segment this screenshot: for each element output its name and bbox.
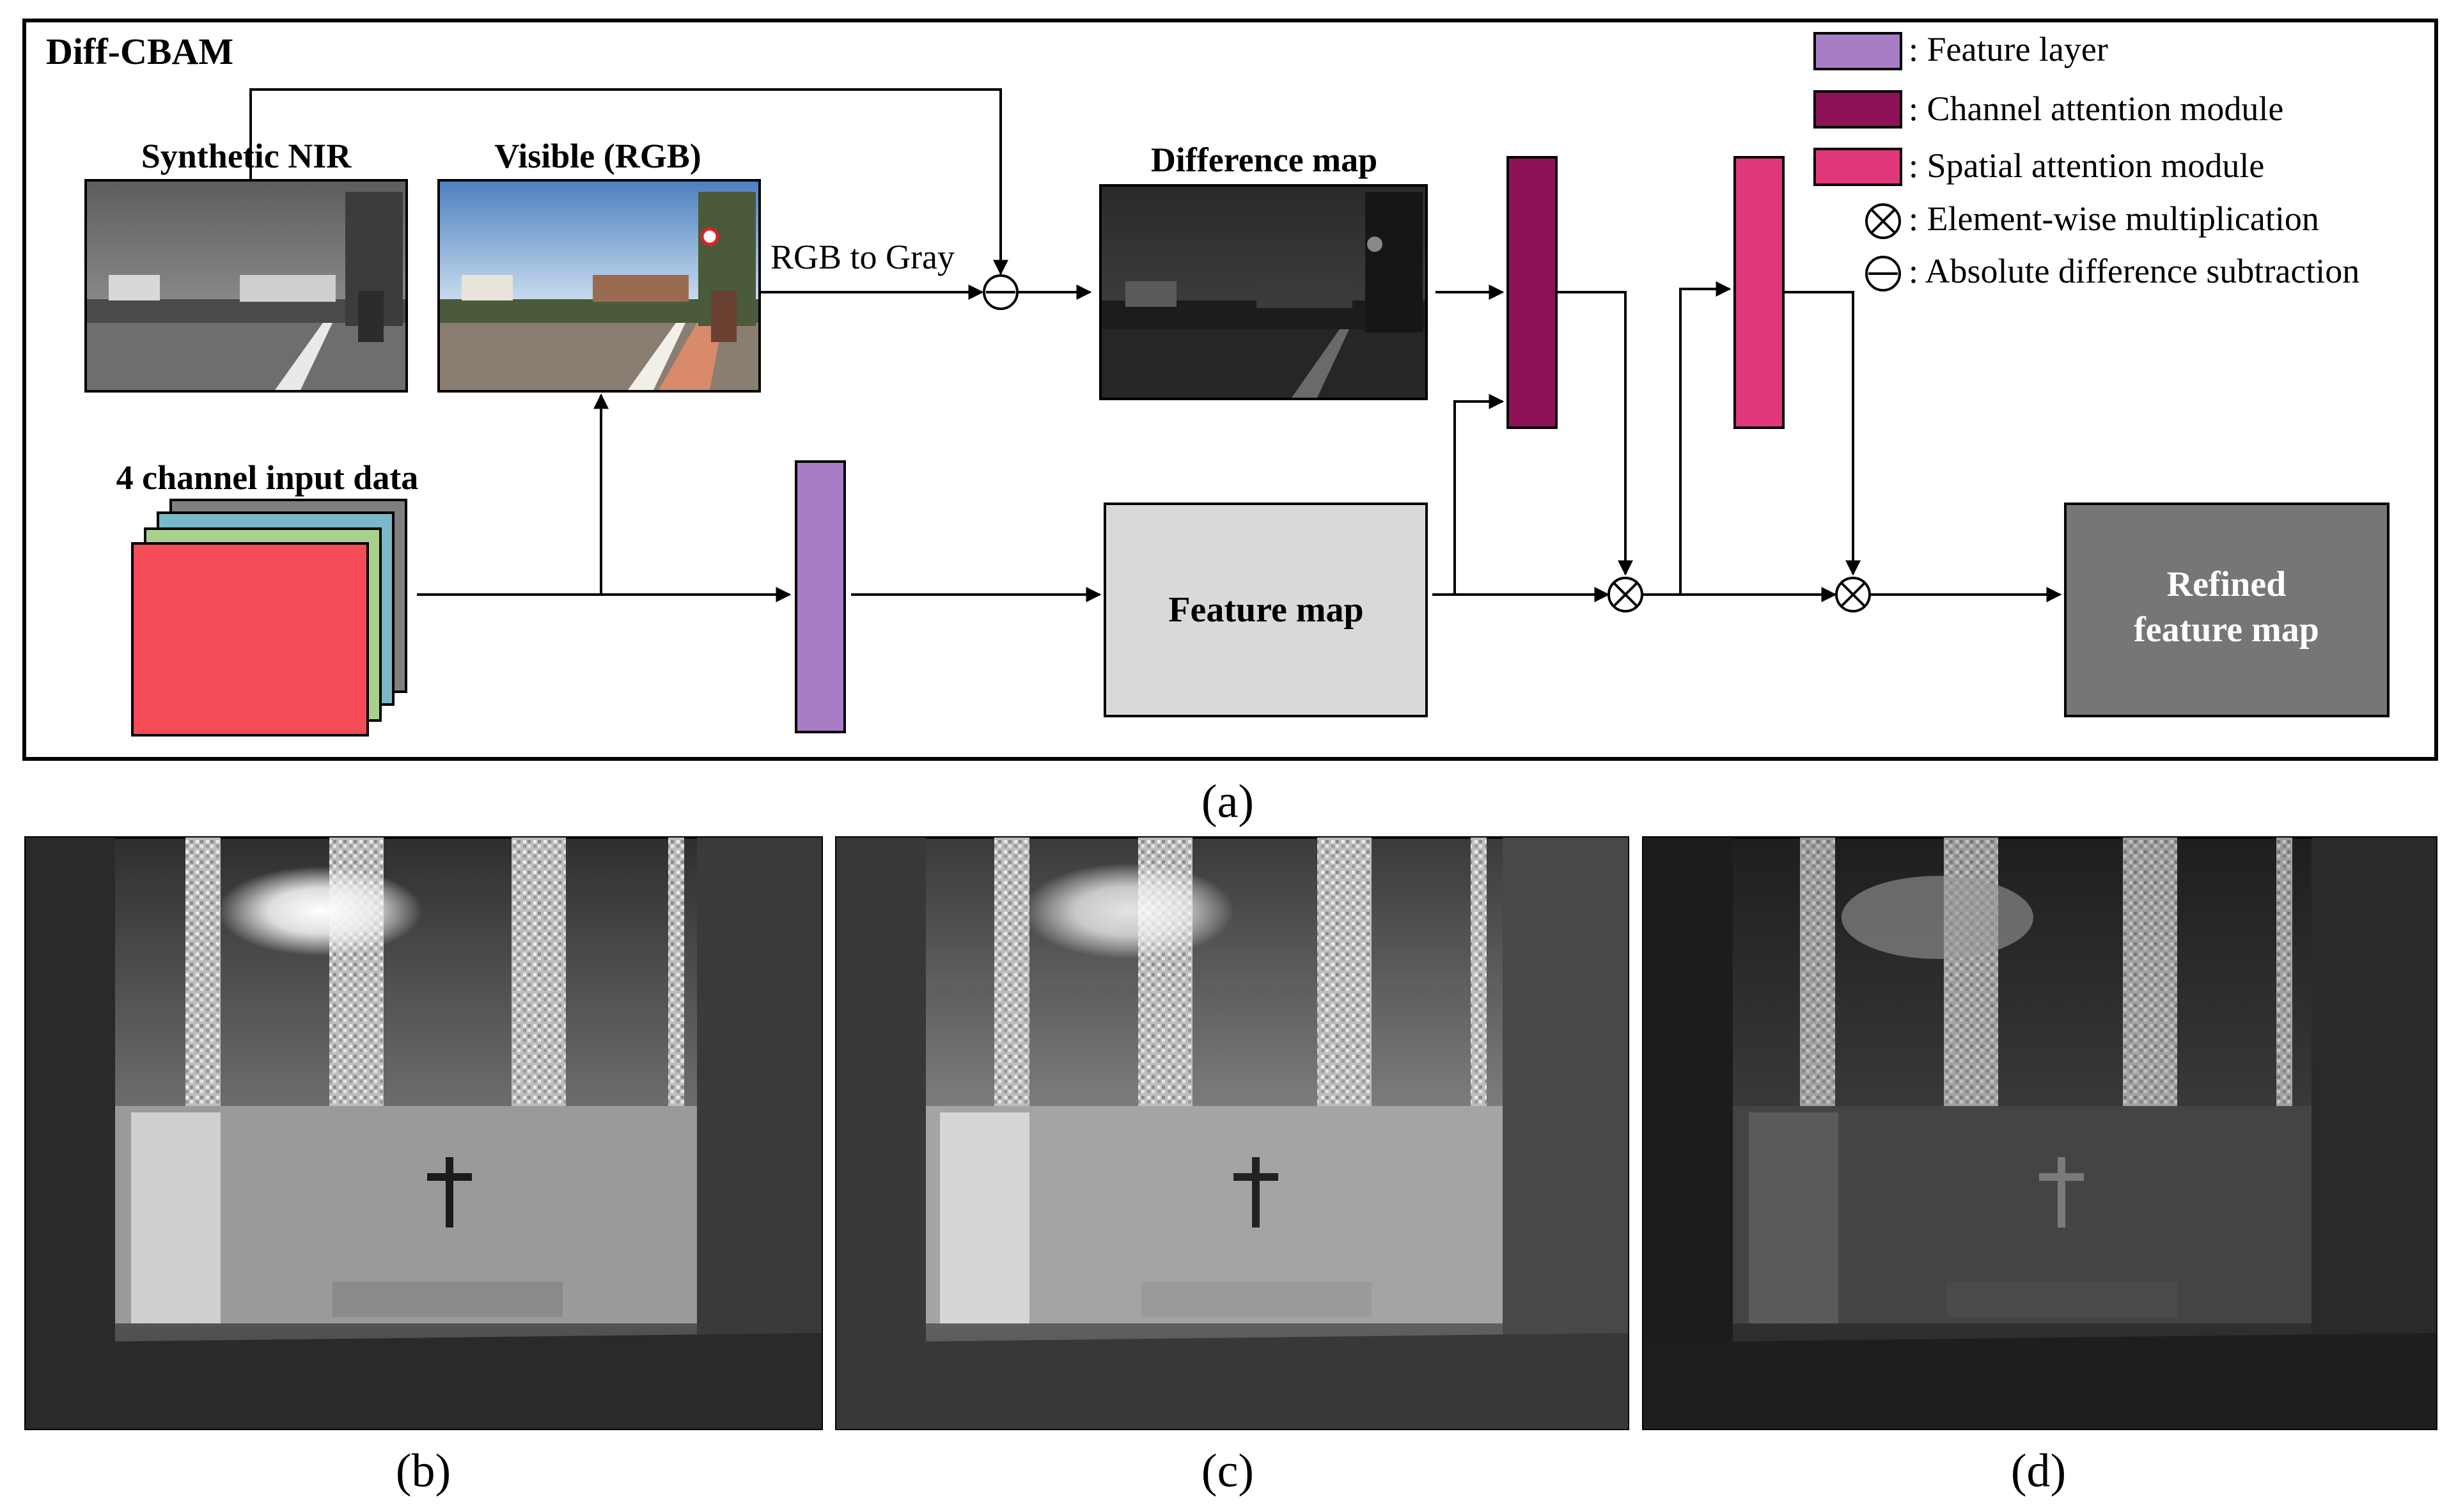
refined-label-line2: feature map (2134, 610, 2319, 650)
synthetic-nir-label: Synthetic NIR (141, 137, 352, 175)
legend-abs-diff-icon (1865, 256, 1901, 292)
legend-channel-swatch (1813, 90, 1902, 129)
caption-a: (a) (1201, 775, 1254, 828)
legend-abs-diff-text: : Absolute difference subtraction (1909, 252, 2359, 290)
spatial-to-mult2-arrow (1783, 291, 1861, 576)
panel-b-image (24, 836, 823, 1430)
legend: : Feature layer : Channel attention modu… (1813, 30, 2359, 292)
input-data-stack (131, 499, 407, 737)
nir-to-diff-arrow (249, 88, 1008, 276)
panel-c-image (835, 836, 1629, 1430)
difference-map-label: Difference map (1151, 141, 1377, 179)
multiply-operator-2 (1835, 577, 1871, 612)
abs-diff-operator (983, 274, 1019, 310)
panel-a-title: Diff-CBAM (46, 31, 233, 72)
spatial-attention-block (1733, 156, 1785, 429)
legend-feature-layer-text: : Feature layer (1909, 30, 2108, 68)
panel-d-image (1642, 836, 2437, 1430)
refined-feature-map-box (2064, 503, 2390, 717)
feature-layer-block (795, 460, 846, 733)
caption-d: (d) (2011, 1445, 2066, 1497)
legend-spatial-swatch (1813, 148, 1902, 186)
feature-map-box (1104, 503, 1428, 717)
multiply-operator-1 (1607, 577, 1643, 612)
feature-map-label: Feature map (1168, 590, 1363, 630)
featuremap-to-channel-arrow (1453, 394, 1505, 595)
legend-feature-layer-swatch (1813, 32, 1902, 70)
refined-label-line1: Refined (2167, 565, 2287, 604)
input-label: 4 channel input data (116, 458, 419, 497)
mult1-to-spatial-arrow (1642, 281, 1732, 596)
legend-multiply-icon (1865, 203, 1901, 239)
rgb-to-gray-label: RGB to Gray (770, 238, 955, 276)
channel-to-mult1-arrow (1556, 291, 1633, 576)
legend-multiply-text: : Element-wise multiplication (1909, 199, 2319, 238)
synthetic-nir-image (84, 179, 408, 393)
channel-attention-block (1506, 156, 1558, 429)
legend-spatial-text: : Spatial attention module (1909, 146, 2264, 185)
difference-map-image (1099, 184, 1428, 400)
caption-c: (c) (1201, 1445, 1254, 1497)
visible-rgb-image (437, 179, 761, 393)
visible-rgb-label: Visible (RGB) (494, 137, 701, 175)
legend-channel-text: : Channel attention module (1909, 90, 2283, 128)
panel-a: Diff-CBAM Synthetic NIR Visible (RGB) (22, 19, 2438, 828)
caption-b: (b) (396, 1445, 451, 1497)
